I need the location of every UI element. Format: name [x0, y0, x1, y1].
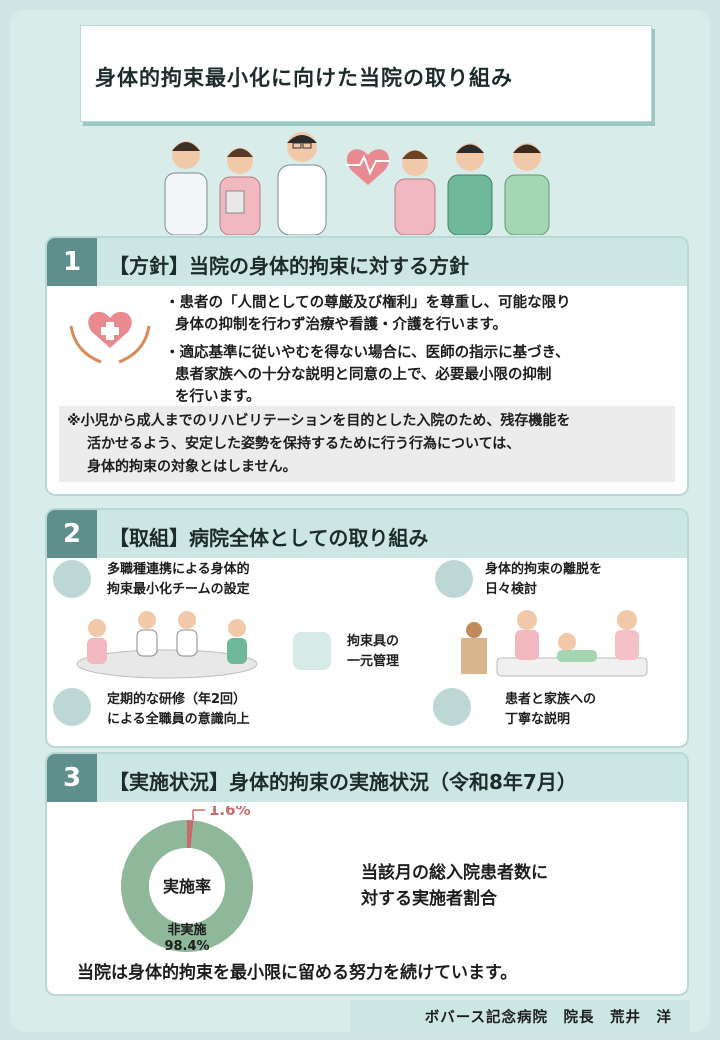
staff-figure-4 [504, 143, 550, 235]
section-header: 1 【方針】当院の身体的拘束に対する方針 [47, 238, 687, 286]
item-training-line-1: 定期的な研修（年2回） [107, 692, 247, 707]
section-number: 2 [47, 510, 97, 558]
item-explain-line-2: 丁寧な説明 [505, 712, 571, 727]
slice-value-non-implemented: 98.4% [164, 939, 209, 954]
item-review-line-1: 身体的拘束の離脱を [485, 562, 603, 577]
slice-label-non-implemented: 非実施 [167, 922, 206, 938]
doctor-figure-2 [277, 132, 327, 235]
team-meeting-illustration [76, 611, 258, 679]
restraint-box-icon [293, 632, 331, 670]
slice-value-implemented: 1.6% [209, 806, 251, 819]
team-meeting-icon [53, 560, 91, 598]
slice-non-implemented [121, 820, 254, 952]
item-training-line-2: による全職員の意識向上 [107, 712, 250, 727]
doctor-figure-1 [164, 141, 208, 235]
item-equipment-line-1: 拘束具の [347, 634, 400, 649]
note-line-2: 活かせるよう、安定した姿勢を保持するために行う行為については、 [87, 436, 521, 452]
item-team-line-1: 多職種連携による身体的 [107, 562, 250, 577]
status-desc-line-2: 対する実施者割合 [361, 889, 497, 909]
section-title: 【取組】病院全体としての取り組み [109, 526, 429, 550]
slice-implemented [187, 820, 194, 849]
section-number: 3 [47, 754, 97, 802]
policy-line-2: 身体の抑制を行わず治療や看護・介護を行います。 [175, 317, 508, 333]
closing-statement: 当院は身体的拘束を最小限に留める努力を続けています。 [77, 963, 518, 983]
item-equipment-line-2: 一元管理 [347, 654, 400, 669]
donut-center-label: 実施率 [163, 877, 211, 896]
nurse-figure-2 [394, 150, 436, 235]
book-icon [53, 688, 91, 726]
staff-illustration [164, 132, 550, 235]
note-line-1: ※小児から成人までのリハビリテーションを目的とした入院のため、残存機能を [67, 413, 571, 429]
nurse-figure-1 [219, 148, 261, 235]
heart-ecg-icon [346, 149, 390, 185]
heart-hands-icon [69, 311, 151, 364]
section-policy: 1 【方針】当院の身体的拘束に対する方針 ・患者の「人間としての尊厳及び権利」を… [45, 236, 689, 496]
heart-hands-small-icon [435, 560, 473, 598]
section-title: 【実施状況】身体的拘束の実施状況（令和8年7月） [109, 770, 577, 794]
policy-line-4: 患者家族への十分な説明と同意の上で、必要最小限の抑制 [175, 367, 552, 383]
policy-line-3: ・適応基準に従いやむを得ない場合に、医師の指示に基づき、 [165, 345, 570, 361]
status-desc-line-1: 当該月の総入院患者数に [361, 863, 548, 883]
donut-hole [149, 848, 225, 924]
implementation-donut-chart: 実施率 非実施 98.4% 1.6% [121, 806, 254, 954]
note-line-3: 身体的拘束の対象とはしません。 [87, 459, 297, 475]
policy-note: ※小児から成人までのリハビリテーションを目的とした入院のため、残存機能を 活かせ… [59, 406, 675, 482]
item-explain-line-1: 患者と家族への [505, 692, 597, 707]
footer-signature: ボバース記念病院 院長 荒井 洋 [350, 1000, 690, 1032]
hospital-director-name: ボバース記念病院 院長 荒井 洋 [424, 1010, 672, 1026]
item-review-line-2: 日々検討 [485, 582, 538, 597]
section-number: 1 [47, 238, 97, 286]
title-box: 身体的拘束最小化に向けた当院の取り組み [80, 25, 652, 122]
page-title: 身体的拘束最小化に向けた当院の取り組み [95, 66, 513, 90]
section-header: 3 【実施状況】身体的拘束の実施状況（令和8年7月） [47, 754, 687, 802]
policy-line-5: を行います。 [175, 389, 261, 405]
section-header: 2 【取組】病院全体としての取り組み [47, 510, 687, 558]
patient-family-illustration [461, 610, 648, 677]
policy-line-1: ・患者の「人間としての尊厳及び権利」を尊重し、可能な限り [165, 295, 571, 311]
section-status: 3 【実施状況】身体的拘束の実施状況（令和8年7月） 実施率 非実施 98.4%… [45, 752, 689, 996]
item-team-line-2: 拘束最小化チームの設定 [107, 582, 250, 597]
section-title: 【方針】当院の身体的拘束に対する方針 [109, 254, 469, 278]
staff-figure-3 [447, 143, 493, 235]
section-initiatives: 2 【取組】病院全体としての取り組み 多職種連携による身体的 拘束最小化チームの… [45, 508, 689, 748]
speech-bubble-icon [433, 688, 471, 726]
